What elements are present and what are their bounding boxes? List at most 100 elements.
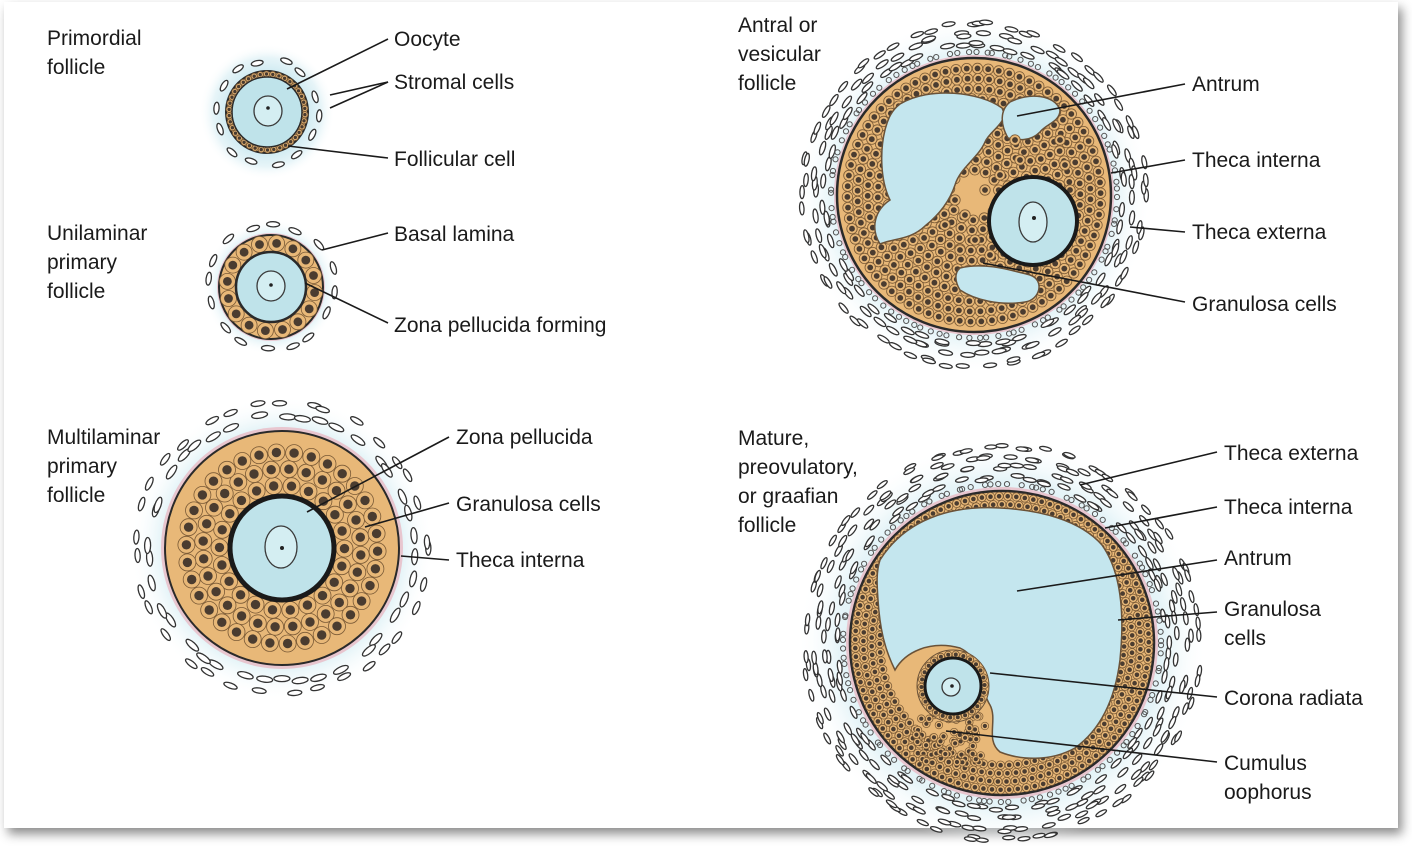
cell-nucleus xyxy=(954,87,960,93)
cell-nucleus xyxy=(947,746,952,751)
cell-nucleus xyxy=(952,286,958,293)
cell-nucleus xyxy=(302,119,306,123)
cell-nucleus xyxy=(303,112,307,117)
cell-nucleus xyxy=(981,675,986,680)
cell-nucleus xyxy=(853,654,859,659)
cell-nucleus xyxy=(870,689,875,694)
cell-nucleus xyxy=(924,721,929,726)
cell-nucleus xyxy=(198,536,208,546)
stromal-cell xyxy=(866,490,878,500)
cell-nucleus xyxy=(1039,298,1045,305)
stromal-cell xyxy=(1173,625,1180,641)
cell-nucleus xyxy=(997,89,1003,95)
stromal-cell xyxy=(856,318,869,329)
stromal-cell xyxy=(1030,45,1045,55)
cell-nucleus xyxy=(302,100,306,104)
theca-cell xyxy=(1106,146,1113,153)
theca-cell xyxy=(1099,516,1106,524)
cell-nucleus xyxy=(892,699,898,704)
cell-nucleus xyxy=(1084,740,1089,745)
cell-nucleus xyxy=(941,211,948,218)
label-mature-granulosa-cells: cells xyxy=(1224,627,1266,650)
theca-cell xyxy=(829,171,836,179)
stromal-cell xyxy=(1052,44,1066,53)
stromal-cell xyxy=(1195,616,1201,630)
stromal-cell xyxy=(988,806,1004,813)
cell-nucleus xyxy=(958,739,963,744)
cell-nucleus xyxy=(912,79,919,86)
theca-cell xyxy=(1148,587,1156,594)
cell-nucleus xyxy=(860,688,866,693)
theca-cell xyxy=(871,544,878,551)
cell-nucleus xyxy=(1076,180,1083,187)
cell-nucleus xyxy=(1118,712,1123,717)
cell-nucleus xyxy=(1135,612,1140,618)
stromal-cell xyxy=(1037,480,1052,488)
cell-nucleus xyxy=(970,767,976,773)
stromal-cell xyxy=(1114,783,1127,795)
stromal-cell xyxy=(1120,171,1127,187)
stromal-cell xyxy=(834,575,842,589)
stromal-cell xyxy=(205,415,220,426)
stromal-cell xyxy=(940,463,955,471)
theca-cell xyxy=(838,137,846,144)
stromal-cell xyxy=(1144,770,1155,782)
cell-nucleus xyxy=(1051,161,1058,168)
theca-cell xyxy=(1086,276,1093,283)
stromal-cell xyxy=(828,262,838,277)
theca-cell xyxy=(943,332,950,339)
theca-cell xyxy=(840,630,847,637)
mature-follicle xyxy=(797,438,1207,848)
cell-nucleus xyxy=(317,590,328,601)
cell-nucleus xyxy=(235,590,246,600)
cell-nucleus xyxy=(870,571,876,576)
stromal-cell xyxy=(932,484,946,492)
primordial-oocyte-nucleus xyxy=(253,95,283,127)
cell-nucleus xyxy=(863,586,868,592)
stromal-cell xyxy=(1001,814,1017,821)
stromal-cell xyxy=(260,344,276,352)
cell-nucleus xyxy=(952,197,958,203)
stromal-cell xyxy=(978,19,994,26)
stromal-cell xyxy=(974,477,989,484)
theca-cell xyxy=(1138,564,1146,571)
cell-nucleus xyxy=(1012,137,1018,143)
theca-cell xyxy=(929,782,936,789)
cell-nucleus xyxy=(962,212,968,218)
theca-cell xyxy=(995,480,1002,488)
cell-nucleus xyxy=(880,694,886,699)
stromal-cell xyxy=(1184,569,1192,583)
cell-nucleus xyxy=(896,706,902,712)
theca-cell xyxy=(1152,600,1160,607)
cell-nucleus xyxy=(913,268,919,275)
stromal-cell xyxy=(1112,118,1122,133)
stromal-cell xyxy=(799,184,805,200)
stromal-cell xyxy=(1161,669,1168,684)
theca-cell xyxy=(842,612,849,619)
stromal-cell xyxy=(361,644,376,657)
cell-nucleus xyxy=(272,239,281,248)
stromal-cell xyxy=(823,732,832,745)
cell-nucleus xyxy=(367,511,377,522)
stromal-cell xyxy=(223,681,238,690)
cell-nucleus xyxy=(861,255,868,262)
stromal-cell xyxy=(865,773,877,784)
stromal-cell xyxy=(914,330,930,339)
stromal-cell xyxy=(1085,800,1099,810)
stromal-cell xyxy=(886,42,900,52)
cell-nucleus xyxy=(945,305,952,312)
cell-nucleus xyxy=(915,282,922,289)
cell-nucleus xyxy=(1068,149,1075,156)
cell-nucleus xyxy=(285,605,295,615)
cell-nucleus xyxy=(253,618,263,628)
stromal-cell xyxy=(1193,603,1200,617)
cell-nucleus xyxy=(1066,179,1073,185)
stromal-cell xyxy=(841,514,851,527)
theca-cell xyxy=(845,597,852,604)
leader-stromal-2 xyxy=(329,81,389,109)
cell-nucleus xyxy=(955,780,961,786)
cell-nucleus xyxy=(872,669,878,675)
stromal-cell xyxy=(187,439,202,453)
cell-nucleus xyxy=(352,567,362,577)
cell-nucleus xyxy=(888,288,895,295)
